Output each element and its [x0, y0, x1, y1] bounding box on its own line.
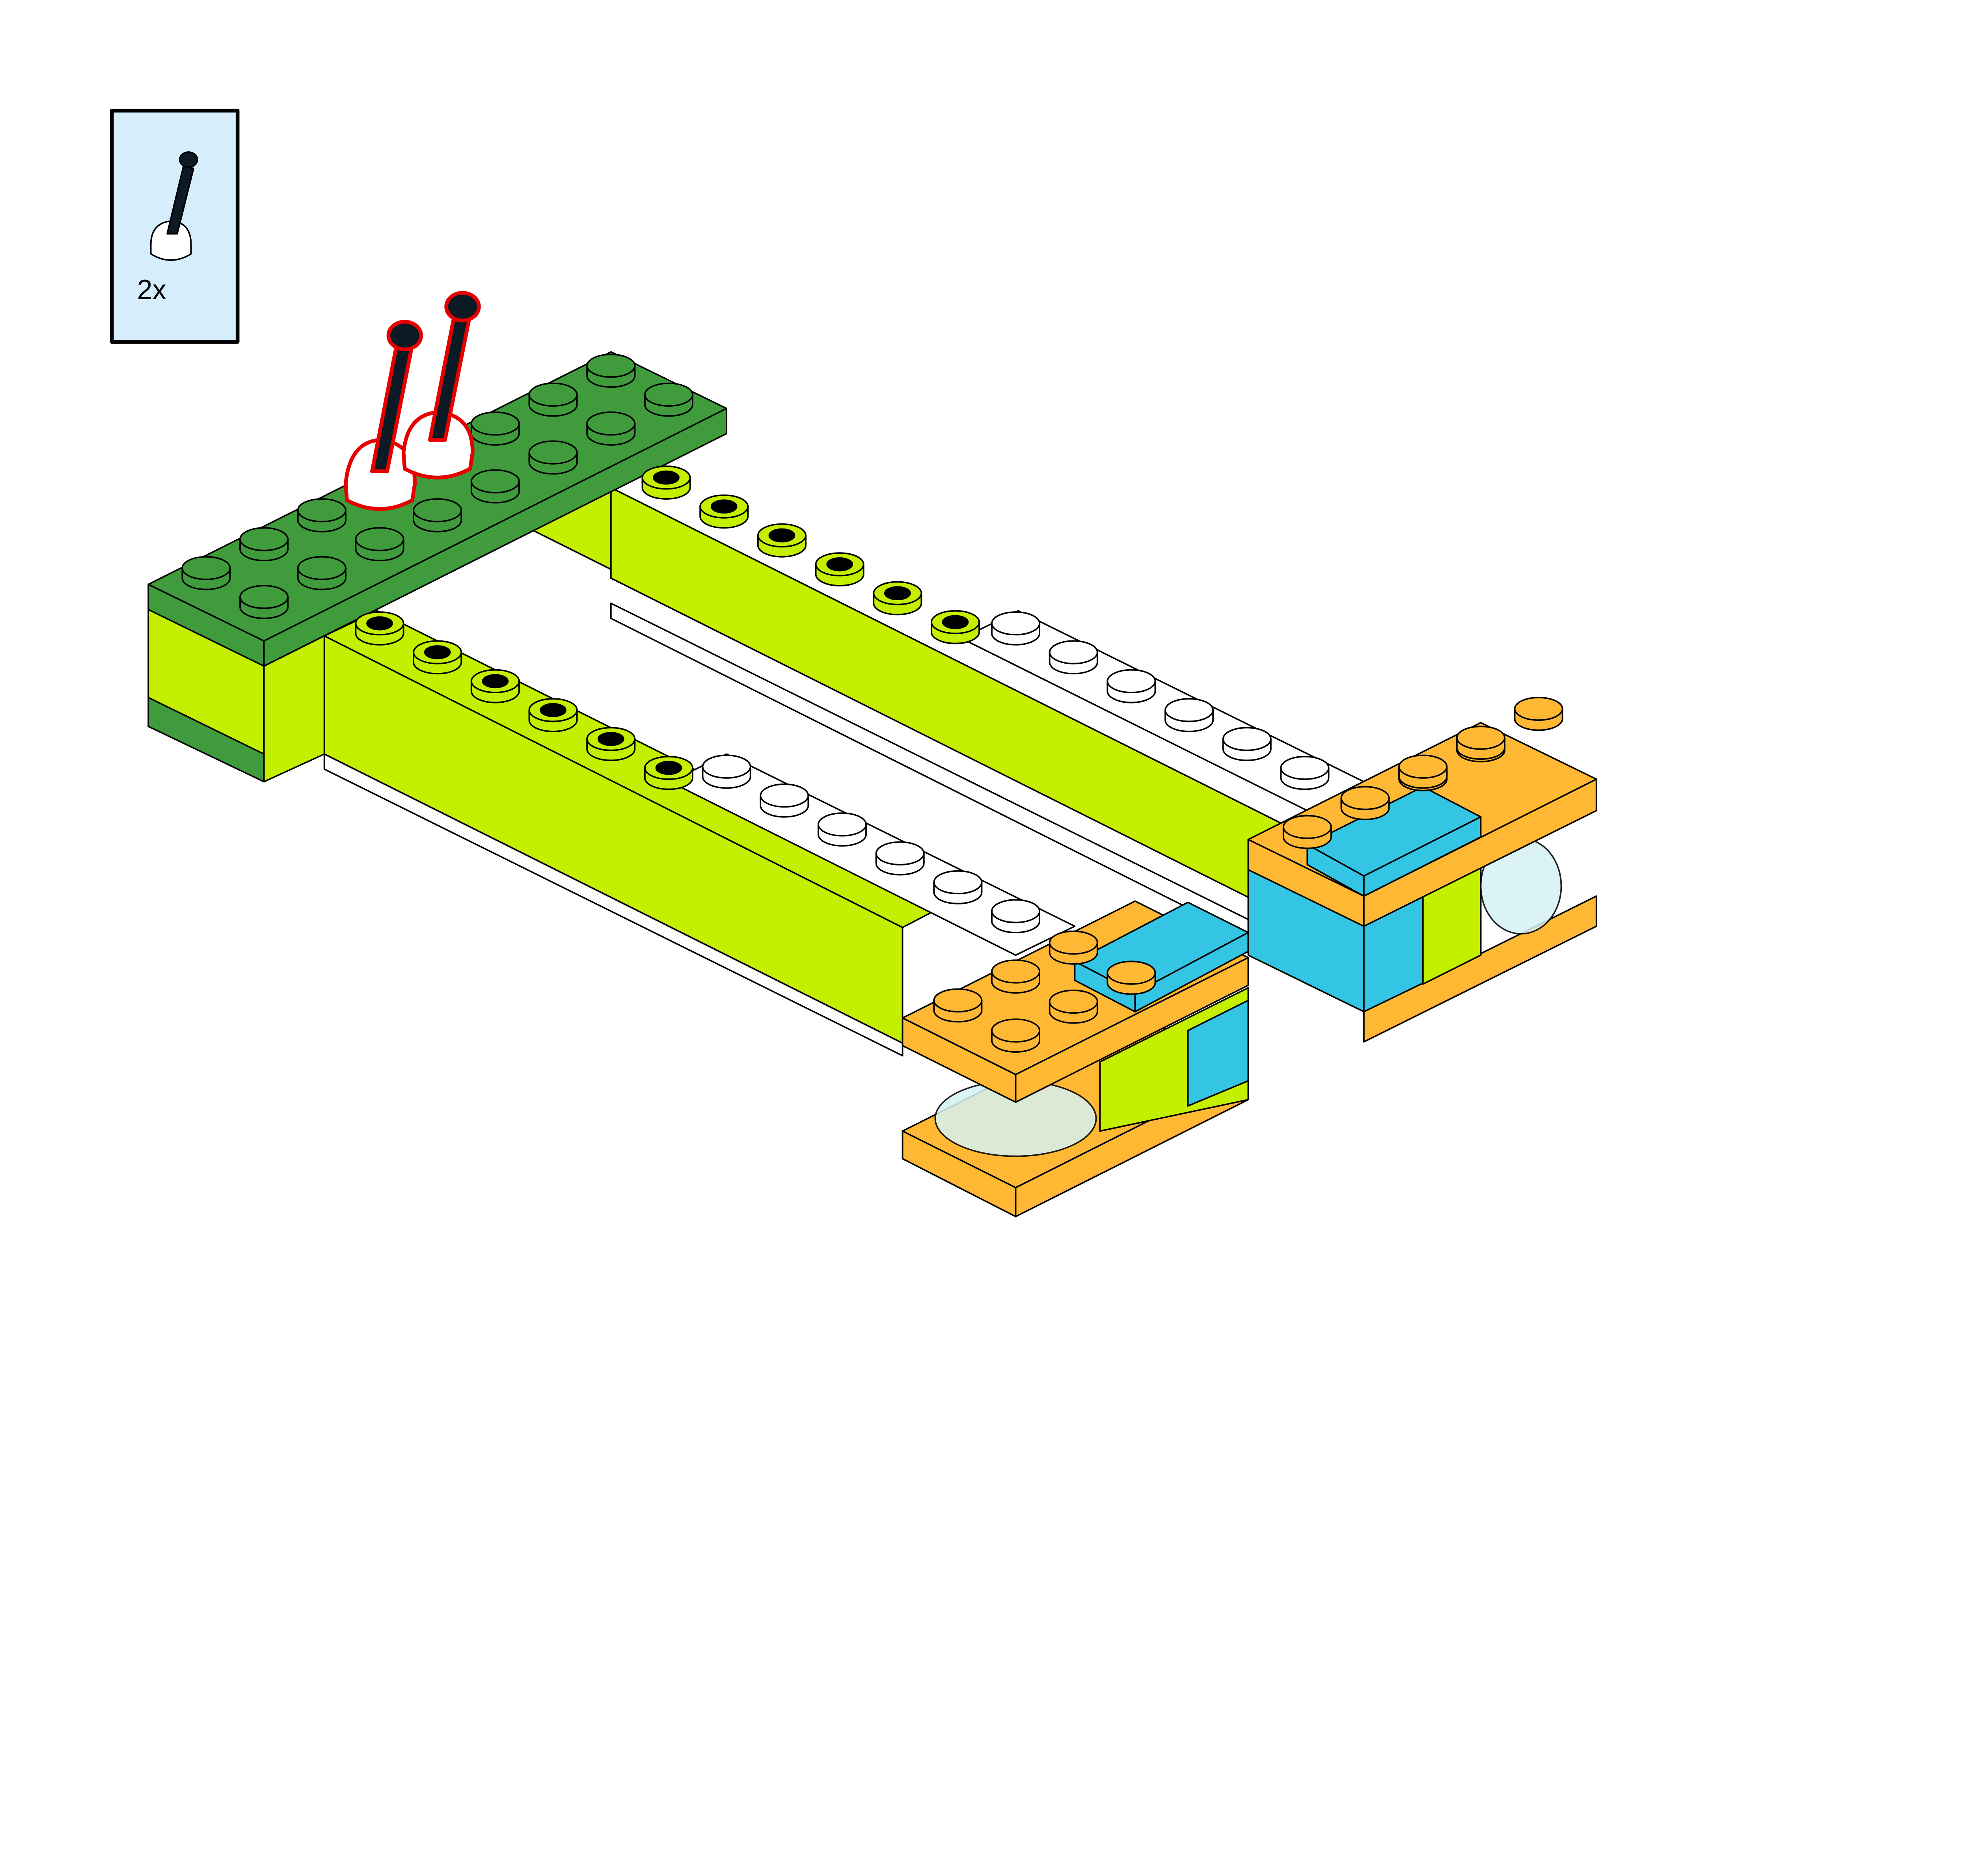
stud — [875, 841, 925, 876]
stud — [933, 988, 983, 1023]
stud — [413, 640, 462, 675]
stud — [239, 585, 289, 619]
stud — [528, 440, 578, 475]
back-lime-beam — [527, 487, 1365, 956]
stud — [1222, 727, 1272, 761]
dark-green-brick — [147, 351, 728, 783]
stud — [1398, 754, 1448, 789]
stud — [991, 1018, 1041, 1053]
lever-part-highlighted — [344, 320, 423, 511]
stud — [470, 469, 520, 504]
stud — [470, 669, 520, 704]
stud — [1282, 815, 1332, 849]
stud — [528, 698, 578, 732]
stud — [817, 812, 867, 847]
stud — [1456, 726, 1505, 760]
stud — [699, 494, 749, 529]
quantity-label: 2x — [137, 274, 166, 305]
stud — [297, 498, 347, 532]
stud — [933, 870, 983, 904]
back-orange-assembly — [1247, 722, 1597, 1043]
stud — [760, 783, 809, 818]
stud — [355, 527, 404, 562]
lever-part-icon — [150, 151, 198, 261]
stud — [1164, 698, 1214, 732]
stud — [297, 556, 347, 590]
stud — [644, 382, 693, 417]
stud — [413, 498, 462, 532]
stud — [1107, 669, 1156, 704]
studs-layer — [181, 354, 1563, 1053]
stud — [1280, 756, 1330, 790]
stud — [757, 523, 807, 558]
stud — [873, 581, 922, 616]
stud — [239, 527, 289, 562]
stud — [1049, 989, 1098, 1024]
stud — [1514, 696, 1563, 731]
stud — [702, 754, 751, 789]
stud — [815, 552, 864, 586]
stud — [586, 411, 636, 446]
stud — [1049, 931, 1098, 965]
stud — [991, 611, 1041, 646]
stud — [1049, 640, 1098, 675]
build-step-canvas: 2x — [110, 108, 1597, 1217]
stud — [930, 610, 980, 644]
stud — [586, 727, 636, 761]
new-lever-parts — [344, 291, 481, 511]
stud — [991, 959, 1041, 994]
stud — [1107, 960, 1156, 995]
stud — [528, 382, 578, 417]
lever-part-highlighted — [401, 291, 481, 480]
stud — [991, 899, 1041, 934]
stud — [644, 756, 693, 790]
stud — [586, 354, 636, 388]
stud — [470, 411, 520, 446]
stud — [641, 465, 691, 500]
stud — [355, 611, 404, 646]
parts-callout: 2x — [110, 108, 240, 344]
stud — [181, 556, 231, 590]
stud — [1340, 786, 1390, 821]
front-orange-assembly — [902, 900, 1249, 1217]
